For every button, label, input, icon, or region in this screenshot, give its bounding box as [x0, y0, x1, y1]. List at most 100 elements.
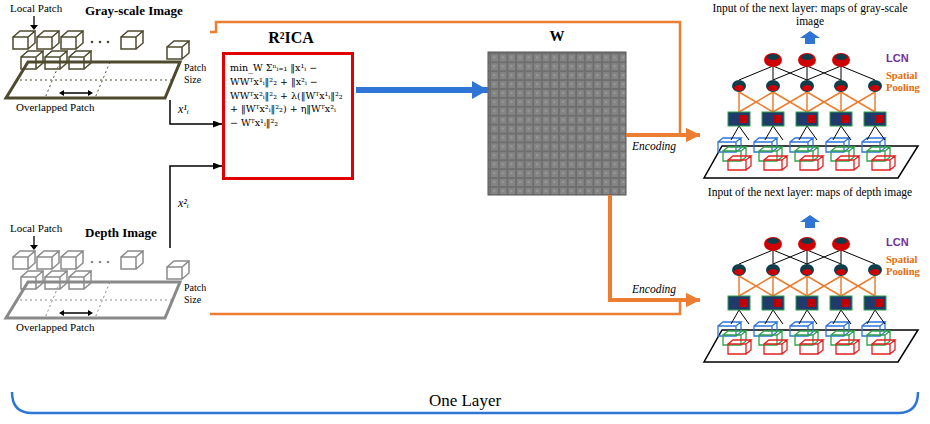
annotation-label: Patch Size	[184, 62, 218, 85]
pooling-line	[739, 276, 773, 296]
filter-response	[876, 299, 884, 307]
connector	[626, 133, 700, 137]
lcn-line	[773, 66, 807, 80]
lcn-unit	[764, 237, 782, 251]
local-receptive-field	[872, 156, 895, 170]
pooling-line	[772, 92, 774, 112]
map-plane	[704, 146, 918, 178]
connection-line	[875, 126, 885, 140]
pooling-line	[841, 92, 875, 112]
lcn-unit	[801, 54, 813, 60]
filter-response	[728, 112, 750, 126]
network-node: Input of the next layer: maps of depth i…	[700, 232, 920, 364]
image-node: Depth Image	[5, 248, 210, 320]
local-receptive-field	[836, 340, 859, 354]
annotation-label: Overlapped Patch	[16, 321, 116, 334]
pooling-line	[772, 276, 774, 296]
connection-line	[867, 126, 875, 140]
pooling-unit	[868, 264, 882, 276]
node-heading: Input of the next layer: maps of depth i…	[700, 186, 920, 199]
local-receptive-field	[759, 147, 782, 161]
local-receptive-field	[831, 147, 854, 161]
node-heading: Gray-scale Image	[85, 4, 210, 19]
filter-response	[774, 115, 782, 123]
lcn-unit	[835, 54, 847, 60]
pooling-unit	[870, 85, 880, 91]
filter-response	[830, 112, 852, 126]
lcn-unit	[832, 53, 850, 67]
pooling-line	[806, 276, 808, 296]
pooling-unit	[836, 269, 846, 275]
local-receptive-field	[862, 322, 885, 336]
local-receptive-field	[718, 322, 741, 336]
gray-image-plane	[6, 16, 189, 98]
filter-response	[864, 296, 886, 310]
pooling-line	[739, 92, 773, 112]
pooling-unit	[800, 80, 814, 92]
connection-line	[833, 126, 841, 140]
filter-response	[796, 296, 818, 310]
cnn-layer-figure	[704, 53, 918, 178]
annotation-label: One Layer	[365, 391, 565, 411]
lcn-line	[739, 250, 773, 264]
node-heading: R²ICA	[225, 29, 357, 47]
layer-bracket	[12, 392, 918, 413]
edge-label: x¹ᵢ	[178, 103, 189, 117]
lcn-unit	[767, 54, 779, 60]
connector	[210, 300, 700, 314]
filter-response	[876, 115, 884, 123]
lcn-unit	[798, 237, 816, 251]
pooling-line	[773, 276, 807, 296]
lcn-unit	[767, 238, 779, 244]
connection-line	[773, 126, 783, 140]
connection-line	[799, 126, 807, 140]
pooling-line	[773, 92, 807, 112]
filter-response	[864, 112, 886, 126]
connection-line	[867, 310, 875, 324]
local-receptive-field	[764, 156, 787, 170]
pooling-line	[841, 276, 875, 296]
connector	[356, 87, 488, 93]
local-receptive-field	[867, 331, 890, 345]
pooling-line	[841, 276, 875, 296]
pooling-line	[840, 276, 842, 296]
local-receptive-field	[862, 138, 885, 152]
pooling-line	[874, 276, 876, 296]
connection-line	[841, 126, 851, 140]
filter-response	[842, 299, 850, 307]
filter-response	[774, 299, 782, 307]
pooling-line	[874, 92, 876, 112]
lcn-line	[841, 250, 842, 264]
local-receptive-field	[795, 331, 818, 345]
lcn-line	[807, 66, 841, 80]
r2ica-box: R²ICAmin_W Σⁿᵢ₌₁ ‖x¹ᵢ − WWᵀx¹ᵢ‖²₂ + ‖x²ᵢ…	[222, 52, 354, 180]
local-receptive-field	[723, 331, 746, 345]
pooling-line	[841, 92, 875, 112]
annotation-label: Spatial Pooling	[886, 254, 928, 278]
local-receptive-field	[795, 147, 818, 161]
filter-response	[740, 115, 748, 123]
local-receptive-field	[728, 340, 751, 354]
pooling-unit	[802, 269, 812, 275]
network-node: Input of the next layer: maps of gray-sc…	[700, 48, 920, 180]
connection-line	[773, 310, 783, 324]
pooling-line	[738, 92, 740, 112]
lcn-unit	[798, 53, 816, 67]
local-receptive-field	[826, 322, 849, 336]
pooling-unit	[870, 269, 880, 275]
local-receptive-field	[836, 156, 859, 170]
pooling-unit	[766, 264, 780, 276]
annotation-label: Spatial Pooling	[886, 70, 928, 94]
lcn-line	[807, 250, 841, 264]
depth-image-plane	[6, 236, 189, 318]
annotation-label: LCN	[886, 236, 926, 249]
filter-response	[762, 296, 784, 310]
map-plane	[704, 330, 918, 362]
filter-response	[842, 115, 850, 123]
connector	[170, 166, 222, 248]
pooling-unit	[802, 85, 812, 91]
lcn-line	[739, 66, 773, 80]
local-receptive-field	[826, 138, 849, 152]
annotation-label: Local Patch	[10, 2, 90, 15]
local-receptive-field	[759, 331, 782, 345]
